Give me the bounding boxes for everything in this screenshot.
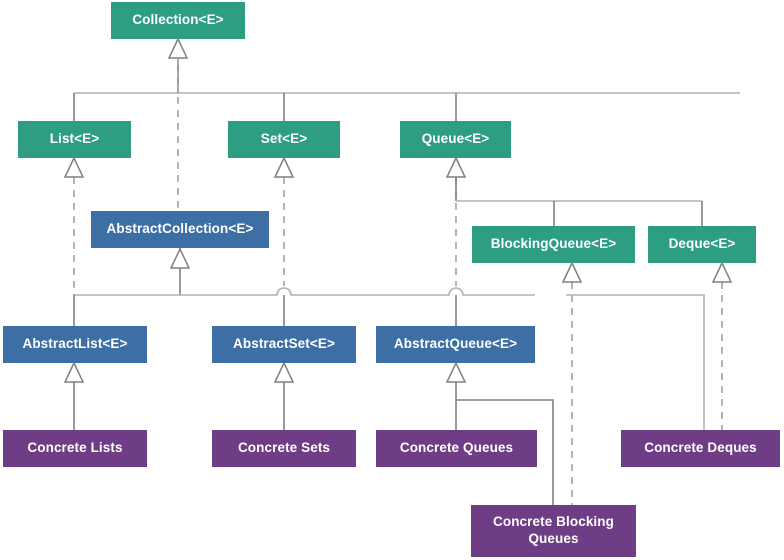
class-box-blockingqueue[interactable]: BlockingQueue<E> xyxy=(472,226,635,263)
class-box-abstractcollection[interactable]: AbstractCollection<E> xyxy=(91,211,269,248)
generalization-arrow-icon xyxy=(273,361,295,383)
edge-abstractqueue-children xyxy=(445,361,554,505)
class-label: List<E> xyxy=(49,131,100,147)
generalization-arrow-icon xyxy=(63,361,85,383)
class-box-abstractset[interactable]: AbstractSet<E> xyxy=(212,326,356,363)
class-label: Queue<E> xyxy=(421,131,490,147)
class-box-concreteblockingqueues[interactable]: Concrete Blocking Queues xyxy=(471,505,636,557)
edge-abstractset-set xyxy=(273,156,295,286)
edge-abstractlist-list xyxy=(63,156,85,295)
class-box-concretedeques[interactable]: Concrete Deques xyxy=(621,430,780,467)
class-box-concretelists[interactable]: Concrete Lists xyxy=(3,430,147,467)
class-box-abstractlist[interactable]: AbstractList<E> xyxy=(3,326,147,363)
class-label: AbstractQueue<E> xyxy=(393,336,518,352)
class-box-list[interactable]: List<E> xyxy=(18,121,131,158)
class-label: AbstractList<E> xyxy=(22,336,128,352)
class-label: Concrete Queues xyxy=(399,440,514,456)
generalization-arrow-icon xyxy=(273,156,295,178)
class-label: AbstractCollection<E> xyxy=(106,221,254,237)
class-box-queue[interactable]: Queue<E> xyxy=(400,121,511,158)
edge-bus-to-concretedeques xyxy=(566,294,705,430)
class-label: Concrete Blocking Queues xyxy=(493,514,614,546)
class-box-abstractqueue[interactable]: AbstractQueue<E> xyxy=(376,326,535,363)
edge-abstractcollection-children xyxy=(73,247,535,326)
class-label: Deque<E> xyxy=(668,236,736,252)
generalization-arrow-icon xyxy=(167,37,189,59)
edge-concretelists-abstractlist xyxy=(63,361,85,430)
edge-collection-children xyxy=(73,37,740,121)
generalization-arrow-icon xyxy=(711,261,733,283)
class-label: Concrete Sets xyxy=(237,440,331,456)
class-box-deque[interactable]: Deque<E> xyxy=(648,226,756,263)
generalization-arrow-icon xyxy=(63,156,85,178)
class-box-concretequeues[interactable]: Concrete Queues xyxy=(376,430,537,467)
class-label: Concrete Deques xyxy=(644,440,757,456)
class-label: AbstractSet<E> xyxy=(233,336,335,352)
class-label: Collection<E> xyxy=(132,12,224,28)
class-box-set[interactable]: Set<E> xyxy=(228,121,340,158)
edge-concretedeques-deque xyxy=(711,261,733,430)
class-box-collection[interactable]: Collection<E> xyxy=(111,2,245,39)
class-label: Concrete Lists xyxy=(27,440,123,456)
class-label: Set<E> xyxy=(260,131,308,147)
class-box-concretesets[interactable]: Concrete Sets xyxy=(212,430,356,467)
generalization-arrow-icon xyxy=(169,247,191,269)
edge-concreteblocking-blockingqueue xyxy=(561,261,583,505)
edge-concretesets-abstractset xyxy=(273,361,295,430)
generalization-arrow-icon xyxy=(445,156,467,178)
generalization-arrow-icon xyxy=(561,261,583,283)
generalization-arrow-icon xyxy=(445,361,467,383)
edge-queue-children xyxy=(455,177,703,226)
class-label: BlockingQueue<E> xyxy=(490,236,617,252)
